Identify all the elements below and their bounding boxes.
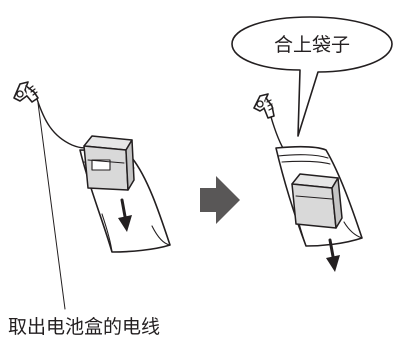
callout-text: 合上袋子 xyxy=(274,34,350,56)
right-battery-box xyxy=(291,173,343,229)
right-connector-plug-icon xyxy=(253,93,275,119)
caption-leader-line xyxy=(37,102,66,310)
left-connector-plug-icon xyxy=(13,81,39,103)
step-arrow-icon xyxy=(200,176,240,224)
right-down-arrow-icon xyxy=(326,238,340,272)
callout-bubble xyxy=(231,16,393,137)
left-step xyxy=(13,81,171,310)
left-wire xyxy=(36,98,96,149)
caption-text: 取出电池盒的电线 xyxy=(8,316,160,338)
left-down-arrow-icon xyxy=(118,198,132,232)
left-battery-box xyxy=(83,135,135,191)
right-step xyxy=(231,16,393,272)
